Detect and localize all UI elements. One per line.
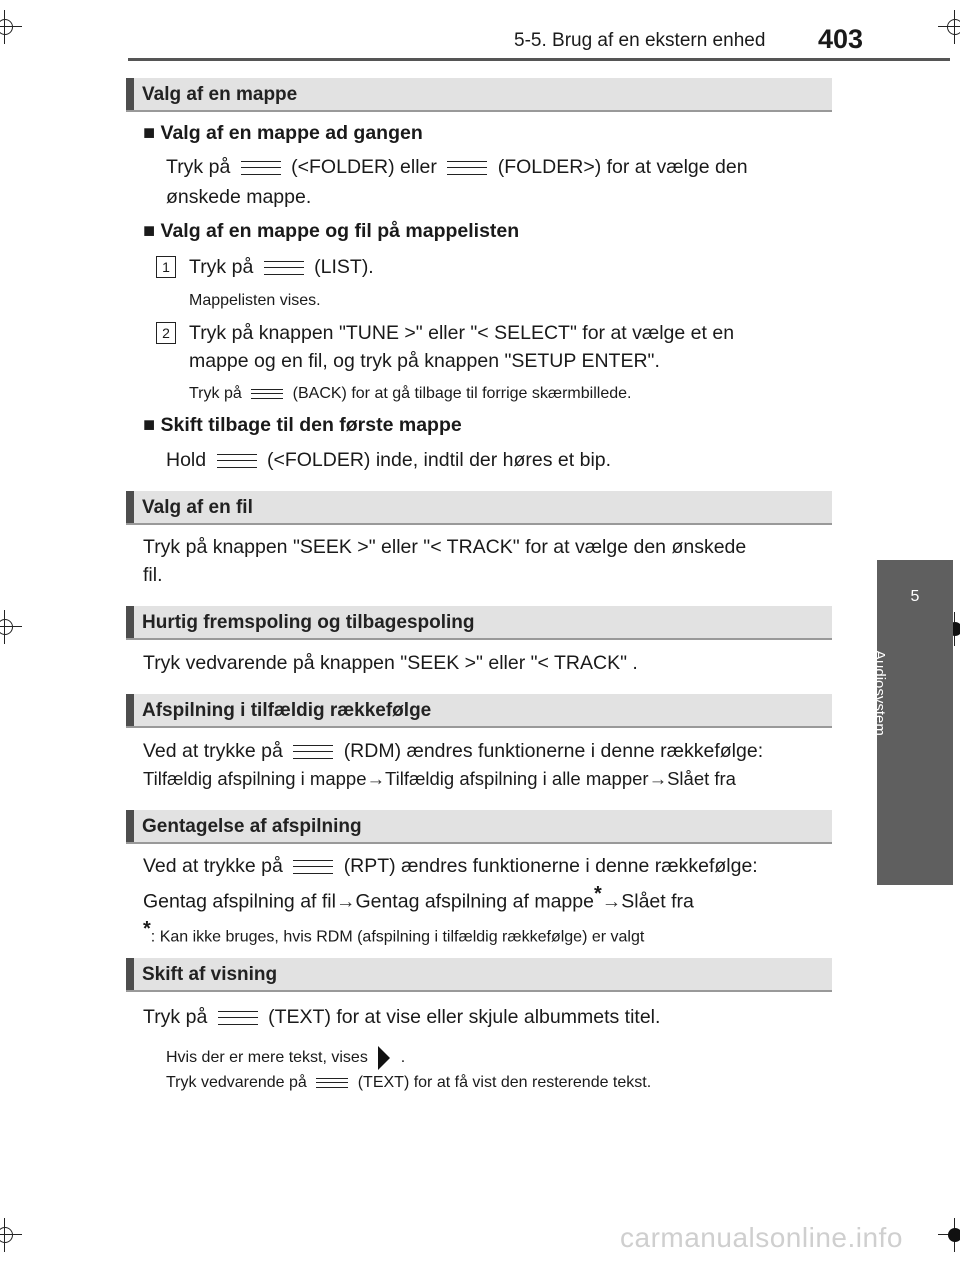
subsection-title: ■ Valg af en mappe ad gangen — [143, 118, 423, 148]
folder-prev-button-icon — [240, 158, 281, 178]
section-heading-text: Afspilning i tilfældig rækkefølge — [142, 700, 432, 721]
bullet-icon: ■ — [143, 220, 156, 242]
section-heading-text: Skift af visning — [142, 964, 278, 985]
subsection-title: ■ Valg af en mappe og fil på mappelisten — [143, 216, 519, 246]
text-run: Hvis der er mere tekst, vises — [166, 1049, 368, 1067]
section-heading-text: Valg af en fil — [142, 497, 253, 518]
arrow-icon: → — [366, 768, 385, 789]
section-heading-tilfaeldig: Afspilning i tilfældig rækkefølge — [126, 694, 832, 728]
folder-prev-button-icon — [216, 451, 257, 471]
section-heading-fil: Valg af en fil — [126, 491, 832, 525]
back-button-icon — [251, 386, 284, 402]
text-run: (RPT) ændres funktionerne i denne rækkef… — [343, 855, 758, 877]
step-number-2: 2 — [156, 322, 176, 344]
rdm-button-icon — [293, 742, 334, 762]
text-run: Tilfældig afspilning i mappe — [143, 768, 367, 789]
paragraph-line: Ved at trykke på (RDM) ændres funktioner… — [143, 736, 763, 766]
text-run: (<FOLDER) inde, indtil der høres et bip. — [266, 449, 612, 471]
paragraph-line: Tryk på (<FOLDER) eller (FOLDER>) for at… — [166, 152, 748, 182]
text-run: (BACK) for at gå tilbage til forrige skæ… — [292, 385, 632, 402]
section-heading-mappe: Valg af en mappe — [126, 78, 832, 112]
step-text: Tryk på knappen "TUNE >" eller "< SELECT… — [189, 322, 735, 344]
text-button-icon — [316, 1075, 349, 1091]
paragraph-line: ønskede mappe. — [166, 186, 312, 208]
registration-mark-top-right — [938, 10, 960, 44]
arrow-icon: → — [648, 768, 668, 789]
paragraph-line: Tryk på knappen "SEEK >" eller "< TRACK"… — [143, 536, 747, 558]
section-heading-visning: Skift af visning — [126, 958, 832, 992]
footnote-marker: * — [143, 918, 151, 940]
text-run: (<FOLDER) eller — [291, 156, 437, 178]
section-heading-gentagelse: Gentagelse af afspilning — [126, 810, 832, 844]
arrow-icon: → — [335, 890, 356, 913]
chapter-label-text: Audiosystem — [871, 650, 888, 736]
text-run: Ved at trykke på — [143, 855, 283, 877]
section-heading-text: Hurtig fremspoling og tilbagespoling — [142, 612, 475, 633]
paragraph-line: Hold (<FOLDER) inde, indtil der høres et… — [166, 445, 611, 475]
text-run: (TEXT) for at vise eller skjule albummet… — [268, 1006, 661, 1028]
text-run: Tryk på — [189, 256, 254, 278]
bullet-icon: ■ — [143, 122, 156, 144]
bullet-icon: ■ — [143, 414, 156, 436]
sequence-line: Gentag afspilning af fil→Gentag afspilni… — [143, 879, 694, 917]
note-line: Tryk vedvarende på (TEXT) for at få vist… — [166, 1074, 651, 1092]
text-run: Gentag afspilning af fil — [143, 890, 336, 913]
text-run: (RDM) ændres funktionerne i denne rækkef… — [343, 740, 764, 762]
section-heading-spoling: Hurtig fremspoling og tilbagespoling — [126, 606, 832, 640]
registration-mark-bottom-left — [0, 1218, 22, 1252]
registration-mark-mid-left — [0, 610, 22, 644]
paragraph-line: Tryk på (TEXT) for at vise eller skjule … — [143, 1002, 660, 1032]
text-run: Gentag afspilning af mappe — [355, 890, 594, 913]
text-run: Tilfældig afspilning i alle mapper — [384, 768, 649, 789]
more-text-arrow-icon — [378, 1046, 391, 1070]
text-run: Tryk vedvarende på — [166, 1074, 307, 1091]
chapter-number: 5 — [910, 588, 920, 605]
paragraph-line: Ved at trykke på (RPT) ændres funktioner… — [143, 851, 758, 881]
step-note: Mappelisten vises. — [189, 292, 321, 309]
step-text: mappe og en fil, og tryk på knappen "SET… — [189, 350, 660, 372]
registration-mark-bottom-right — [938, 1218, 960, 1252]
text-run: Tryk på — [143, 1006, 208, 1028]
page-number: 403 — [818, 24, 864, 54]
subsection-title-text: Skift tilbage til den første mappe — [160, 414, 462, 436]
text-run: Hold — [166, 449, 207, 471]
step-note: Tryk på (BACK) for at gå tilbage til for… — [189, 385, 631, 403]
text-run: Slået fra — [621, 890, 694, 913]
footnote-text: : Kan ikke bruges, hvis RDM (afspilning … — [150, 928, 645, 946]
text-run: Ved at trykke på — [143, 740, 283, 762]
chapter-tab — [877, 560, 953, 885]
registration-mark-top-left — [0, 10, 22, 44]
paragraph-line: Tryk vedvarende på knappen "SEEK >" elle… — [143, 652, 638, 674]
text-run: . — [400, 1049, 406, 1067]
arrow-icon: → — [601, 890, 622, 913]
folder-next-button-icon — [447, 158, 488, 178]
text-run: (FOLDER>) for at vælge den — [497, 156, 748, 178]
footnote-marker: * — [593, 883, 602, 905]
footnote: *: Kan ikke bruges, hvis RDM (afspilning… — [143, 918, 644, 946]
header-title: 5-5. Brug af en ekstern enhed — [514, 30, 766, 51]
subsection-title-text: Valg af en mappe ad gangen — [160, 122, 423, 144]
header-rule — [128, 58, 950, 61]
text-run: Slået fra — [667, 768, 736, 789]
chapter-label: Audiosystem — [868, 650, 908, 770]
sequence-line: Tilfældig afspilning i mappe→Tilfældig a… — [143, 764, 736, 794]
paragraph-line: fil. — [143, 564, 163, 586]
text-run: (TEXT) for at få vist den resterende tek… — [357, 1074, 652, 1091]
text-run: Tryk på — [166, 156, 231, 178]
text-button-icon — [217, 1008, 258, 1028]
section-heading-text: Gentagelse af afspilning — [142, 816, 362, 837]
watermark: carmanualsonline.info — [620, 1222, 903, 1253]
text-run: Tryk på — [189, 385, 242, 402]
rpt-button-icon — [293, 857, 334, 877]
subsection-title: ■ Skift tilbage til den første mappe — [143, 410, 462, 440]
text-run: (LIST). — [314, 256, 374, 278]
step-number-1: 1 — [156, 256, 176, 278]
section-heading-text: Valg af en mappe — [142, 84, 298, 105]
note-line: Hvis der er mere tekst, vises . — [166, 1046, 405, 1070]
subsection-title-text: Valg af en mappe og fil på mappelisten — [160, 220, 520, 242]
step-text: Tryk på (LIST). — [189, 252, 374, 282]
list-button-icon — [263, 258, 304, 278]
